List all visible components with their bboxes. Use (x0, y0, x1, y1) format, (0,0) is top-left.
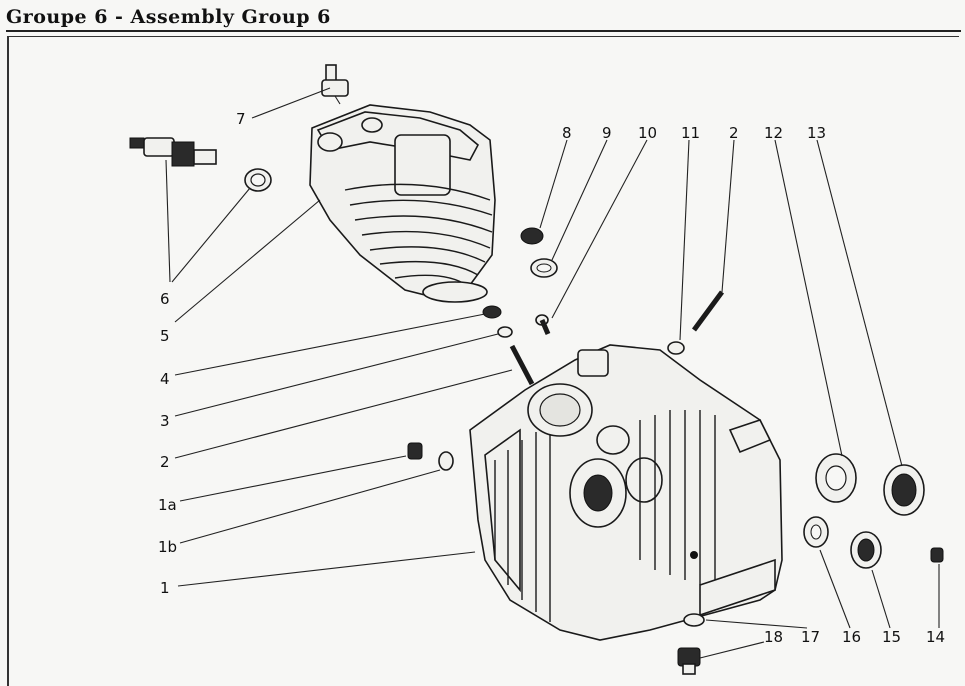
callout-10: 10 (638, 124, 657, 142)
spark-plug-part (129, 137, 272, 192)
callout-5: 5 (160, 327, 170, 345)
callout-1a: 1a (158, 496, 177, 514)
header-rule (6, 30, 961, 32)
callout-9: 9 (602, 124, 612, 142)
callout-13: 13 (807, 124, 826, 142)
callout-15: 15 (882, 628, 901, 646)
callout-2-right: 2 (729, 124, 739, 142)
callout-8: 8 (562, 124, 572, 142)
valve-cap-part (321, 64, 349, 105)
callout-7: 7 (236, 110, 246, 128)
small-hardware (407, 227, 725, 471)
bearing-parts (677, 453, 944, 675)
callout-2-left: 2 (160, 453, 170, 471)
callout-1: 1 (160, 579, 170, 597)
callout-18: 18 (764, 628, 783, 646)
callout-16: 16 (842, 628, 861, 646)
callout-3: 3 (160, 412, 170, 430)
callout-11: 11 (681, 124, 700, 142)
page-title: Groupe 6 - Assembly Group 6 (6, 6, 331, 28)
header: Groupe 6 - Assembly Group 6 (6, 4, 961, 32)
callout-6: 6 (160, 290, 170, 308)
diagram-frame (7, 36, 959, 686)
callout-labels: 7 6 5 4 3 2 1a 1b 1 8 9 10 11 2 12 13 14… (158, 110, 945, 646)
leader-lines (165, 87, 940, 659)
callout-14: 14 (926, 628, 945, 646)
callout-17: 17 (801, 628, 820, 646)
cylinder-part (309, 104, 496, 303)
callout-1b: 1b (158, 538, 177, 556)
callout-4: 4 (160, 370, 170, 388)
crankcase-part (469, 344, 783, 641)
callout-12: 12 (764, 124, 783, 142)
